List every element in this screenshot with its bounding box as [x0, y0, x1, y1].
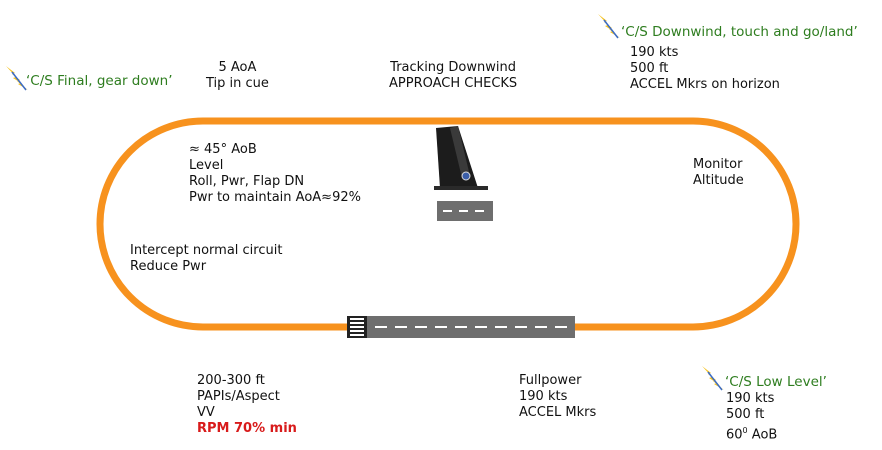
fullpower-speed: 190 kts [519, 389, 568, 404]
approach-papis: PAPIs/Aspect [197, 389, 280, 404]
monitor-note: Monitor Altitude [693, 157, 744, 189]
turn-notes: ≈ 45° AoB Level Roll, Pwr, Flap DN Pwr t… [189, 142, 361, 206]
fullpower-markers: ACCEL Mkrs [519, 405, 597, 420]
approach-height: 200-300 ft [197, 373, 265, 388]
approach-vv: VV [197, 405, 215, 420]
downwind-speed: 190 kts [630, 45, 679, 60]
low-level-speed: 190 kts [726, 391, 775, 406]
main-runway [347, 316, 575, 338]
tracking-downwind: Tracking Downwind [390, 60, 516, 75]
view-runway [437, 201, 493, 221]
turn-aob: ≈ 45° AoB [189, 142, 257, 157]
downwind-params: 190 kts 500 ft ACCEL Mkrs on horizon [630, 45, 780, 93]
lightning-radio-icon [6, 66, 28, 91]
turn-level: Level [189, 158, 224, 173]
low-level-aob: 600 AoB [726, 423, 777, 443]
low-level-aob-unit: AoB [747, 427, 778, 443]
altitude-label: Altitude [693, 173, 744, 188]
final-aoa-note: 5 AoA Tip in cue [206, 60, 269, 92]
final-radio-call: ‘C/S Final, gear down’ [26, 73, 173, 89]
downwind-radio-call: ‘C/S Downwind, touch and go/land’ [621, 24, 858, 40]
intercept-circuit: Intercept normal circuit [130, 243, 283, 258]
low-level-aob-superscript: 0 [742, 426, 748, 435]
downwind-markers: ACCEL Mkrs on horizon [630, 77, 780, 92]
low-level-aob-value: 60 [726, 427, 743, 443]
approach-checks: APPROACH CHECKS [389, 76, 518, 91]
rpm-warning: RPM 70% min [197, 421, 297, 436]
runway-centerline [375, 326, 567, 328]
reduce-power: Reduce Pwr [130, 259, 207, 274]
turn-power: Pwr to maintain AoA≈92% [189, 190, 361, 205]
lightning-radio-icon [598, 14, 620, 39]
aircraft-tail-icon [434, 126, 488, 190]
intercept-note: Intercept normal circuit Reduce Pwr [130, 243, 282, 275]
fullpower-label: Fullpower [519, 373, 582, 388]
final-aoa: 5 AoA [218, 60, 257, 75]
downwind-height: 500 ft [630, 61, 669, 76]
monitor-label: Monitor [693, 157, 743, 172]
approach-notes: 200-300 ft PAPIs/Aspect VV RPM 70% min [197, 373, 297, 437]
turn-actions: Roll, Pwr, Flap DN [189, 174, 305, 189]
final-tip-cue: Tip in cue [206, 76, 269, 91]
fullpower-notes: Fullpower 190 kts ACCEL Mkrs [519, 373, 596, 421]
low-level-height: 500 ft [726, 407, 765, 422]
low-level-radio-call: ‘C/S Low Level’ [725, 374, 827, 390]
runway-threshold-icon [347, 316, 367, 338]
low-level-params: 190 kts 500 ft 600 AoB [726, 391, 777, 443]
tracking-downwind-note: Tracking Downwind APPROACH CHECKS [389, 60, 517, 92]
lightning-radio-icon [702, 366, 724, 391]
